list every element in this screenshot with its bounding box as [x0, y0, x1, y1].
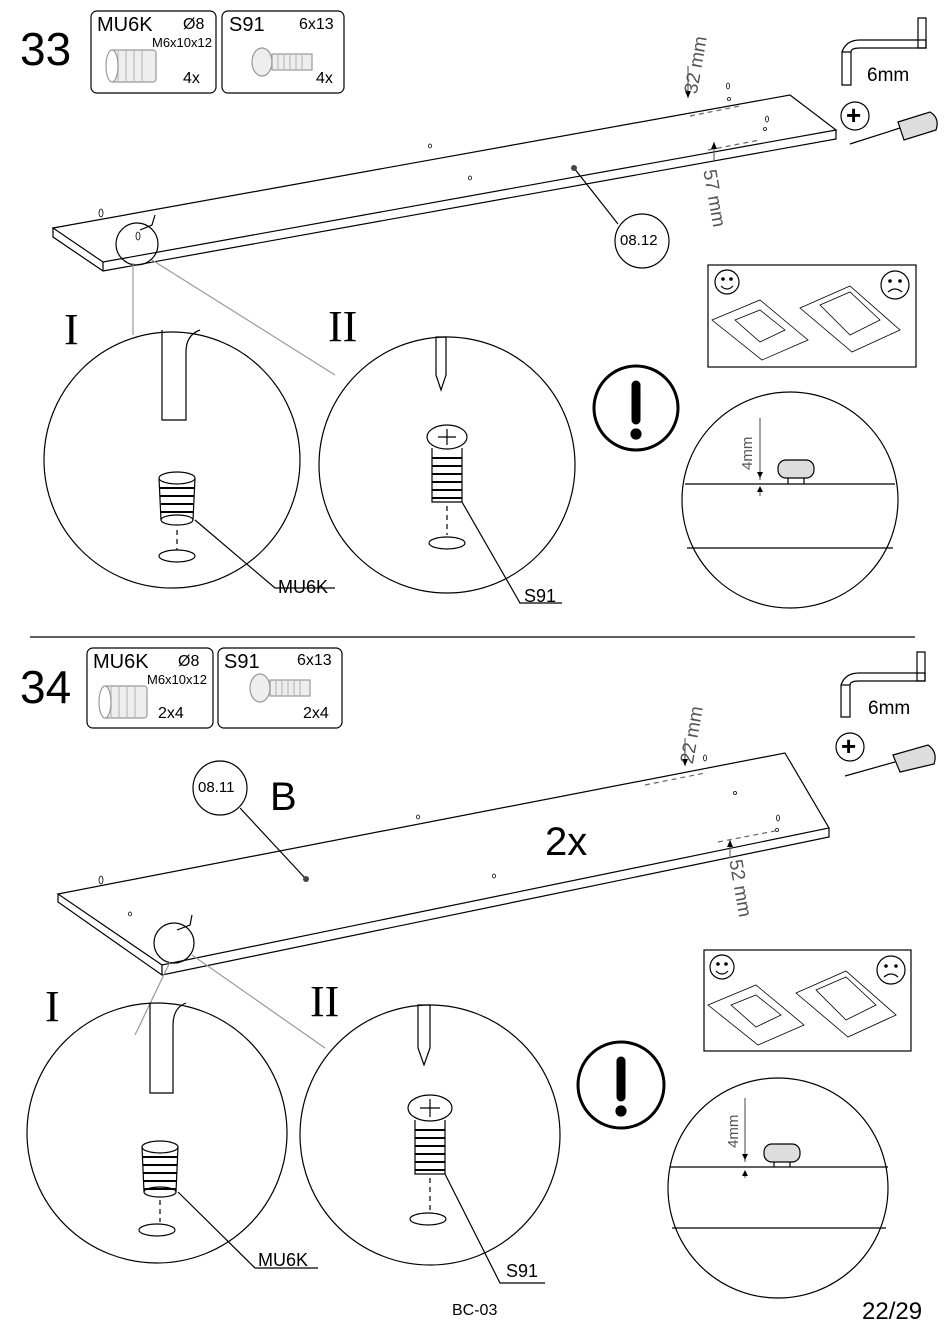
part-ref-34: 08.11 — [198, 780, 234, 795]
happy-face-icon — [710, 955, 734, 979]
warning-gap-33: 4mm — [740, 437, 755, 470]
callout-s91-34: S91 — [506, 1262, 538, 1280]
board-34 — [58, 753, 829, 975]
allen-key-size-34: 6mm — [868, 699, 910, 718]
insert-nut-icon — [106, 50, 156, 82]
callout-s91-33: S91 — [524, 587, 556, 605]
plus-sign-34: + — [841, 733, 856, 759]
hardware-size-mu6k-33: M6x10x12 — [152, 36, 212, 49]
screw-detail-34 — [408, 1095, 452, 1174]
hardware-qty-s91-34: 2x4 — [303, 706, 329, 722]
plus-sign-33: + — [846, 102, 861, 128]
hardware-qty-s91-33: 4x — [316, 71, 333, 87]
screwdriver-icon — [845, 745, 935, 776]
happy-face-icon — [715, 270, 739, 294]
allen-key-size-33: 6mm — [867, 66, 909, 85]
warning-gap-34: 4mm — [726, 1115, 741, 1148]
sad-face-icon — [877, 956, 905, 984]
screw-icon — [252, 48, 312, 76]
detail-label-II-34: II — [310, 980, 339, 1024]
hardware-code-s91-34: S91 — [224, 652, 260, 672]
part-ref-33: 08.12 — [620, 233, 658, 248]
hardware-code-mu6k-33: MU6K — [97, 15, 153, 35]
callout-mu6k-34: MU6K — [258, 1251, 308, 1269]
sad-face-icon — [881, 271, 909, 299]
insert-nut-icon — [99, 686, 147, 718]
hardware-code-mu6k-34: MU6K — [93, 652, 149, 672]
hardware-code-s91-33: S91 — [229, 15, 265, 35]
detail-label-I-34: I — [45, 985, 60, 1029]
hardware-diameter-34: Ø8 — [178, 654, 199, 670]
hardware-size-s91-33: 6x13 — [299, 17, 334, 33]
callout-mu6k-33: MU6K — [278, 578, 328, 596]
hardware-size-mu6k-34: M6x10x12 — [147, 673, 207, 686]
detail-target-circle-33 — [116, 223, 158, 265]
hardware-diameter-33: Ø8 — [183, 17, 204, 33]
step-number-34: 34 — [20, 664, 71, 710]
warning-detail-circle-33 — [682, 392, 898, 608]
page-number: 22/29 — [862, 1300, 922, 1324]
document-code: BC-03 — [452, 1303, 497, 1319]
detail-target-circle-34 — [154, 923, 194, 963]
screw-icon — [250, 674, 310, 702]
step-number-33: 33 — [20, 26, 71, 72]
insert-nut-detail-34 — [142, 1141, 178, 1197]
warning-detail-circle-34 — [668, 1078, 888, 1298]
hardware-qty-mu6k-34: 2x4 — [158, 706, 184, 722]
hardware-qty-mu6k-33: 4x — [183, 71, 200, 87]
detail-circle-I-33 — [44, 332, 300, 588]
panel-label-34: B — [270, 777, 297, 817]
hardware-size-s91-34: 6x13 — [297, 653, 332, 669]
detail-label-I-33: I — [64, 308, 79, 352]
screw-detail-33 — [427, 425, 467, 502]
multiplier-34: 2x — [545, 822, 587, 862]
insert-nut-detail-33 — [159, 472, 195, 525]
detail-label-II-33: II — [328, 305, 357, 349]
